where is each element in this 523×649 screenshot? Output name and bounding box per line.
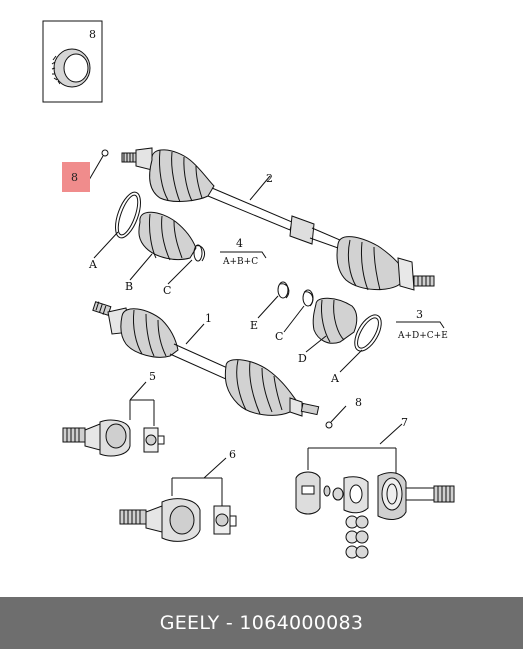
kit-4-number: 4 [236,237,243,250]
inset-label: 8 [89,28,96,41]
upper-boot-kit: A B C 4 A+B+C [88,191,267,297]
label-c-upper: C [163,284,171,297]
ring-8-upper [101,149,109,157]
joint-5-label: 5 [149,370,156,383]
footer-text: GEELY - 1064000083 [159,612,364,634]
joint-5-assembly: 5 [62,370,165,457]
shaft-2-label: 2 [266,172,273,185]
clamp-c-upper [193,244,203,262]
label-e-lower: E [250,319,258,332]
hotspot-label: 8 [71,171,78,184]
joint-7-label: 7 [401,416,408,429]
kit-3-parts: A+D+C+E [397,331,448,341]
kit-4-parts: A+B+C [222,257,258,267]
label-a-lower: A [330,372,340,385]
label-d-lower: D [298,352,307,365]
shaft-1-label: 1 [205,312,212,325]
clamp-a-upper [115,191,141,239]
label-b-upper: B [125,280,133,293]
boot-b-upper [138,211,197,261]
clamp-e-lower [277,281,289,299]
lower-drive-shaft: 1 8 [92,301,362,429]
joint-6-label: 6 [229,448,236,461]
label-c-lower: C [275,330,283,343]
kit-3-number: 3 [416,308,423,321]
label-a-upper: A [88,258,98,271]
drive-shaft-exploded-diagram: 8 2 A [42,20,455,559]
hotspot-part-8[interactable]: 8 [62,162,90,192]
joint-7-assembly: 7 [295,416,455,559]
ring-8-lower-label: 8 [355,396,362,409]
lower-boot-kit: E C D A 3 A+D+C+E [250,281,448,385]
footer-banner: GEELY - 1064000083 [0,597,523,649]
ring-8-lower [325,421,333,429]
joint-6-assembly: 6 [119,448,237,542]
clamp-a-lower [354,314,382,352]
upper-drive-shaft: 2 [88,147,435,291]
inset-ring-detail: 8 [42,20,103,103]
